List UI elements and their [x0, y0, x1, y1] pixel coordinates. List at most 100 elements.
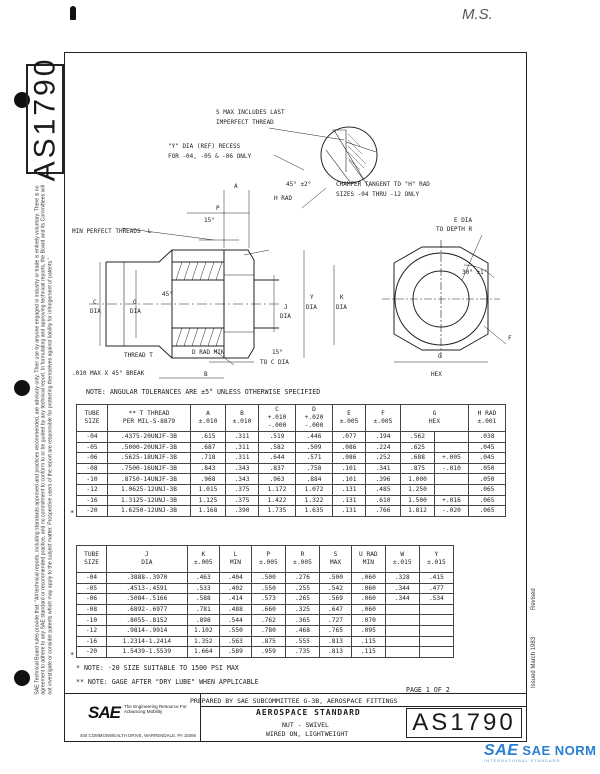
label-g-dia: DIA: [130, 308, 141, 315]
revised-label: Revised: [531, 588, 537, 610]
hex-end-view: [393, 246, 489, 351]
note-size-20: * NOTE: -20 SIZE SUITABLE TO 1500 PSI MA…: [76, 664, 239, 672]
note-angular: NOTE: ANGULAR TOLERANCES ARE ±5° UNLESS …: [86, 388, 321, 396]
label-angle-45-2: 45° ±2°: [286, 181, 311, 188]
prepared-by: PREPARED BY SAE SUBCOMMITTEE G-3B, AEROS…: [190, 697, 398, 705]
table-row: -05.5000-20UNJF-3B.687.311.582.509.086.2…: [76, 441, 506, 454]
doc-number-vertical-text: AS1790: [28, 56, 62, 182]
label-k: K: [340, 294, 344, 301]
label-j: J: [284, 304, 288, 311]
drawing-frame: [64, 52, 527, 742]
table-row: -08.6892-.6977.781.488.660.325.647.060: [75, 603, 455, 616]
label-angle-15: 15°: [272, 349, 283, 356]
table1-header-d: D+.020-.000: [295, 404, 333, 432]
label-g: G: [133, 299, 137, 306]
table2-header-p: P±.005: [250, 545, 286, 573]
label-thread-t: THREAD T: [124, 352, 153, 359]
title-block-divider-v: [200, 694, 201, 742]
label-h-rad: H RAD: [274, 195, 292, 202]
table-row: -05.4513-.4591.533.402.550.255.542.060.3…: [75, 582, 455, 595]
label-k-dia: DIA: [336, 304, 347, 311]
table1-header-e: E±.005: [332, 404, 366, 432]
label-s-max-2: IMPERFECT THREAD: [216, 119, 274, 126]
label-f: F: [508, 335, 512, 342]
table-row: -10.8750-14UNJF-3B.968.343.963.884.101.3…: [76, 473, 506, 485]
side-legal-text: SAE Technical Board rules provide that: …: [34, 185, 54, 695]
label-d-rad: D RAD MIN: [192, 349, 225, 356]
page-label: PAGE 1 OF 2: [406, 686, 450, 694]
issued-label: Issued March 1983: [531, 636, 537, 688]
label-g-hex: HEX: [431, 371, 442, 378]
table2-header-w: W±.015: [384, 545, 420, 573]
label-g-hex-g: G: [438, 353, 442, 360]
label-to-c-dia: TO C DIA: [260, 359, 289, 366]
sae-tagline: The Engineering Resource For Advancing M…: [124, 704, 187, 714]
title-line-1: NUT - SWIVEL: [282, 721, 329, 729]
table1-header-a: A±.010: [190, 404, 226, 432]
title-block: [64, 693, 527, 742]
table-row: -08.7500-16UNJF-3B.843.343.837.758.101.3…: [76, 462, 506, 475]
table2-header-r: R±.005: [284, 545, 321, 573]
table2-star-marker: *: [70, 651, 75, 659]
table-row: -04.3888-.3970.463.404.500.276.500.060.3…: [75, 572, 455, 584]
table1-header-c: C+.010-.000: [258, 404, 296, 432]
sae-logo: SAE: [88, 703, 121, 722]
label-e-dia-2: TO DEPTH R: [436, 226, 473, 233]
sae-address: 400 COMMONWEALTH DRIVE, WARRENDALE, PA 1…: [80, 733, 197, 738]
table-row: -06.5625-18UNJF-3B.718.311.644.571.086.2…: [76, 452, 506, 464]
label-break: .010 MAX X 45° BREAK: [72, 370, 145, 377]
label-y-dia-1: "Y" DIA (REF) RECESS: [168, 143, 241, 150]
punch-hole-3: [14, 670, 30, 686]
label-angle-45: 45°: [162, 291, 173, 298]
label-min-perfect: MIN PERFECT THREADS -L: [72, 228, 152, 235]
watermark-logo: SAE: [484, 742, 519, 759]
label-b: B: [204, 371, 208, 378]
label-e-dia-1: E DIA: [454, 217, 472, 224]
table-row: -10.8055-.8152.898.544.762.365.727.070: [75, 614, 455, 626]
standard-type: AEROSPACE STANDARD: [256, 708, 361, 717]
label-p: P: [216, 205, 220, 212]
handwritten-mark: M.S.: [462, 6, 493, 23]
doc-number-vertical: AS1790: [26, 57, 64, 181]
detail-circle: [320, 126, 378, 184]
label-j-dia: DIA: [280, 313, 291, 320]
technical-drawing: S MAX INCLUDES LAST IMPERFECT THREAD "Y"…: [72, 109, 512, 379]
table1-header-h-rad: H RAD±.001: [468, 404, 506, 432]
doc-number-box: AS1790: [406, 708, 522, 738]
title-block-divider-h: [200, 706, 526, 707]
label-a: A: [234, 183, 238, 190]
note-gage: ** NOTE: GAGE AFTER "DRY LUBE" WHEN APPL…: [76, 678, 259, 686]
label-y: Y: [310, 294, 314, 301]
label-angle-15-top: 15°: [204, 217, 215, 224]
label-chamfer-2: SIZES -04 THRU -12 ONLY: [336, 191, 419, 198]
label-chamfer-1: CHAMFER TANGENT TO "H" RAD: [336, 181, 430, 188]
thread-section: [171, 261, 225, 281]
top-mark: [70, 6, 76, 20]
label-angle-30: 30° ±1°: [462, 269, 487, 276]
label-y-dia: DIA: [306, 304, 317, 311]
label-c-dia: DIA: [90, 308, 101, 315]
title-line-2: WIRED ON, LIGHTWEIGHT: [266, 730, 349, 738]
watermark-sub: INTERNATIONAL STANDARD: [484, 758, 561, 763]
watermark-text: SAE NORM: [522, 743, 597, 758]
table-row: -06.5084-.5166.588.414.573.265.569.060.3…: [75, 593, 455, 605]
punch-hole-2: [14, 380, 30, 396]
table1-header-b: B±.010: [225, 404, 259, 432]
table1-star-marker: *: [70, 509, 75, 517]
